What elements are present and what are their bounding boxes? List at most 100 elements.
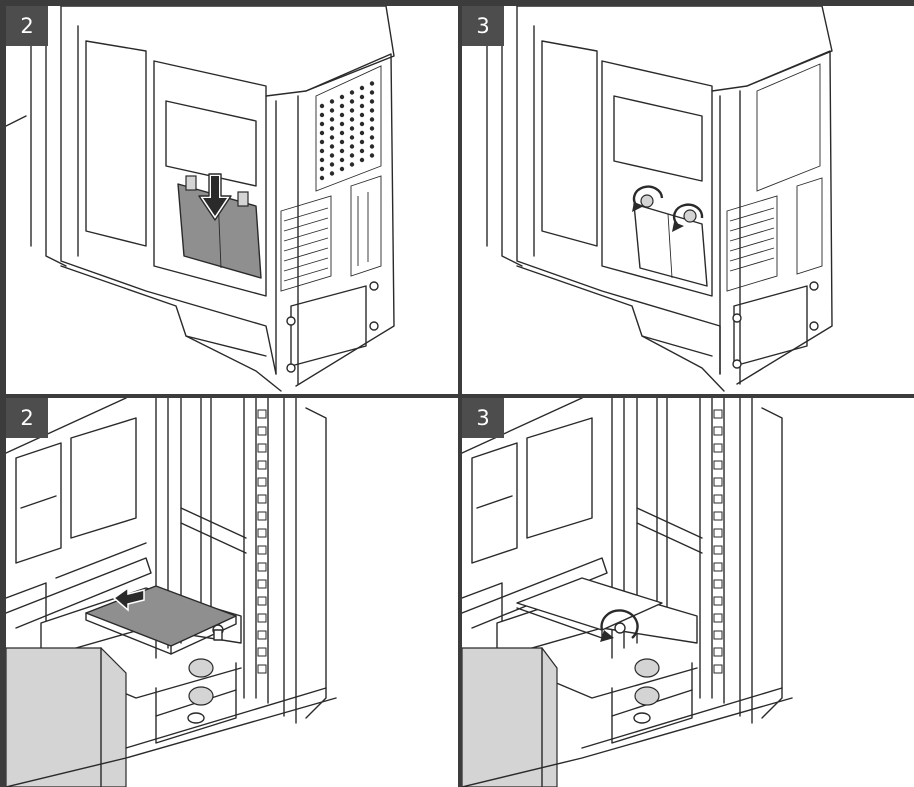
vent-hole xyxy=(320,140,324,144)
vent-hole xyxy=(340,113,344,117)
vent-hole xyxy=(340,95,344,99)
vent-hole xyxy=(360,86,364,90)
rail-hole xyxy=(258,597,266,605)
vent-hole xyxy=(370,117,374,121)
rail-hole xyxy=(258,495,266,503)
rail-hole xyxy=(714,512,722,520)
vent-hole xyxy=(320,122,324,126)
vent-hole xyxy=(370,126,374,130)
vent-hole xyxy=(340,131,344,135)
vent-hole xyxy=(350,108,354,112)
vent-hole xyxy=(350,162,354,166)
vent-hole xyxy=(360,149,364,153)
rail-hole xyxy=(258,614,266,622)
rail-hole xyxy=(714,444,722,452)
rail-hole xyxy=(258,580,266,588)
rail-hole xyxy=(258,563,266,571)
vent-hole xyxy=(360,95,364,99)
vent-hole xyxy=(330,126,334,130)
vent-hole xyxy=(360,113,364,117)
vent-hole xyxy=(350,153,354,157)
drive-plate xyxy=(634,195,707,286)
vent-hole xyxy=(340,122,344,126)
rail-hole xyxy=(714,580,722,588)
step-badge: 3 xyxy=(462,398,504,438)
rail-hole xyxy=(258,478,266,486)
rail-hole xyxy=(714,529,722,537)
vent-hole xyxy=(320,113,324,117)
case-rear-illustration xyxy=(462,6,914,394)
vent-hole xyxy=(320,176,324,180)
step-badge: 2 xyxy=(6,6,48,46)
vent-hole xyxy=(350,144,354,148)
vent-hole xyxy=(330,171,334,175)
rail-hole xyxy=(714,461,722,469)
vent-hole xyxy=(360,131,364,135)
vent-hole xyxy=(320,104,324,108)
vent-hole xyxy=(340,158,344,162)
vent-hole xyxy=(370,144,374,148)
rail-hole xyxy=(258,665,266,673)
rail-hole xyxy=(258,512,266,520)
vent-hole xyxy=(330,144,334,148)
rail-hole xyxy=(714,563,722,571)
rail-hole xyxy=(258,444,266,452)
vent-hole xyxy=(330,108,334,112)
rail-hole xyxy=(714,410,722,418)
rail-hole xyxy=(258,410,266,418)
vent-hole xyxy=(340,149,344,153)
vent-hole xyxy=(350,126,354,130)
rail-hole xyxy=(258,427,266,435)
vent-hole xyxy=(370,135,374,139)
vent-hole xyxy=(340,167,344,171)
vent-hole xyxy=(330,153,334,157)
rail-hole xyxy=(258,461,266,469)
case-interior-illustration xyxy=(6,398,458,787)
vent-hole xyxy=(340,140,344,144)
step-badge: 2 xyxy=(6,398,48,438)
vent-grille xyxy=(316,66,381,191)
vent-hole xyxy=(370,108,374,112)
vent-hole xyxy=(330,162,334,166)
rail-hole xyxy=(714,495,722,503)
vent-hole xyxy=(320,167,324,171)
vent-hole xyxy=(360,158,364,162)
rail-hole xyxy=(714,597,722,605)
panel-step-3-top: 3 xyxy=(462,6,914,394)
vent-hole xyxy=(370,99,374,103)
vent-hole xyxy=(370,81,374,85)
vent-hole xyxy=(360,140,364,144)
rail-hole xyxy=(714,665,722,673)
panel-step-2-top: 2 xyxy=(6,6,458,394)
vent-hole xyxy=(350,117,354,121)
rail-hole xyxy=(714,631,722,639)
rail-hole xyxy=(714,648,722,656)
vent-hole xyxy=(330,117,334,121)
vent-hole xyxy=(350,99,354,103)
hard-drive xyxy=(86,586,236,654)
vent-hole xyxy=(340,104,344,108)
rail-hole xyxy=(258,631,266,639)
rail-hole xyxy=(714,614,722,622)
expansion-slots xyxy=(281,176,381,291)
panel-step-2-bottom: 2 xyxy=(6,398,458,787)
rail-hole xyxy=(714,427,722,435)
vent-hole xyxy=(370,153,374,157)
vent-hole xyxy=(370,90,374,94)
rail-hole xyxy=(258,648,266,656)
vent-hole xyxy=(360,104,364,108)
vent-hole xyxy=(320,131,324,135)
rail-hole xyxy=(714,546,722,554)
vent-hole xyxy=(350,135,354,139)
vent-hole xyxy=(330,99,334,103)
step-badge: 3 xyxy=(462,6,504,46)
vent-hole xyxy=(330,135,334,139)
rail-hole xyxy=(258,546,266,554)
case-interior-illustration xyxy=(462,398,914,787)
rail-hole xyxy=(258,529,266,537)
vent-hole xyxy=(320,158,324,162)
vent-hole xyxy=(360,122,364,126)
vent-hole xyxy=(320,149,324,153)
case-rear-illustration xyxy=(6,6,458,394)
